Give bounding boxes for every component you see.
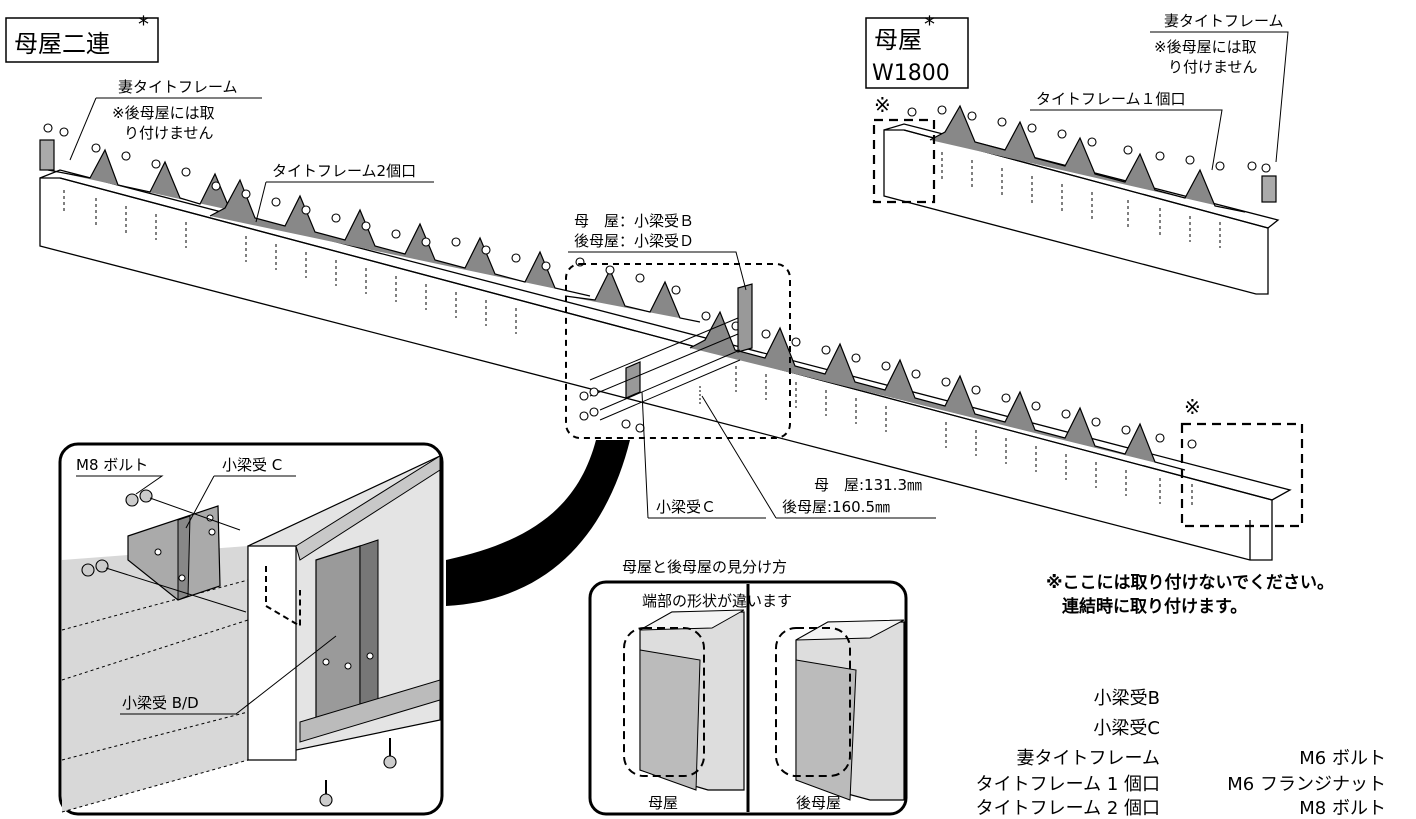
rear-purlin-end-marker <box>775 627 851 777</box>
m8-bolts <box>81 489 397 807</box>
no-rear-purlin-note-right-2: り付けません <box>1168 58 1258 76</box>
double-purlin-title-text: 母屋二連 <box>14 30 110 58</box>
connection-detail-zone <box>565 263 791 439</box>
beam-c-detail-label: 小梁受 C <box>222 456 282 474</box>
tie-frame-1-right <box>929 104 1277 213</box>
purlin-end-marker <box>623 627 705 777</box>
tie-frame-1-label: タイトフレーム１個口 <box>1036 90 1186 108</box>
identify-subtitle: 端部の形状が違います <box>642 592 792 610</box>
part-beam-c: 小梁受C <box>1093 718 1160 739</box>
end-tie-frame-label-right: 妻タイトフレーム <box>1164 12 1284 30</box>
end-tie-frame-label-left: 妻タイトフレーム <box>118 78 238 96</box>
bolt-row-right <box>907 105 1271 173</box>
rear-purlin-label: 後母屋 <box>796 794 841 812</box>
beam-c-label: 小梁受Ｃ <box>656 498 716 516</box>
no-install-zone-left <box>872 118 936 204</box>
parts-list-left: 小梁受B 小梁受C 妻タイトフレーム タイトフレーム 1 個口 タイトフレーム … <box>976 688 1160 819</box>
callout-connector <box>446 440 630 606</box>
no-rear-purlin-note-left-1: ※後母屋には取 <box>112 104 215 122</box>
connection-lines <box>589 317 741 421</box>
nut-row-left <box>63 190 1193 508</box>
double-purlin-beam <box>39 169 1292 561</box>
part-m6-bolt: M6 ボルト <box>1299 748 1386 769</box>
parts-list-right: M6 ボルト M6 フランジナット M8 ボルト <box>1227 748 1386 819</box>
no-install-zone-right <box>1180 422 1304 528</box>
beam-bd-label: 小梁受 B/D <box>122 694 199 712</box>
m8-bolt-label: M8 ボルト <box>76 456 148 474</box>
part-m8-bolt: M8 ボルト <box>1299 798 1386 819</box>
single-purlin-title-text: 母屋 <box>874 26 922 54</box>
labels-upper: 妻タイトフレーム ※後母屋には取 り付けません タイトフレーム2個口 妻タイトフ… <box>69 12 1289 519</box>
no-install-note-line2: 連結時に取り付けます。 <box>1062 596 1247 617</box>
single-purlin-title-mark: * <box>924 13 935 38</box>
asterisk-mark-left: ※ <box>874 93 891 117</box>
connection-bolts <box>579 387 645 433</box>
part-beam-b: 小梁受B <box>1094 688 1160 709</box>
dim-purlin-label: 母 屋:131.3㎜ <box>814 476 922 494</box>
bolt-row-left <box>43 123 1197 449</box>
asterisk-mark-right: ※ <box>1184 395 1201 419</box>
tie-frame-2-label: タイトフレーム2個口 <box>272 162 416 180</box>
double-purlin-title-mark: * <box>138 13 149 38</box>
part-tie-frame-1: タイトフレーム 1 個口 <box>976 774 1160 795</box>
single-purlin-title: 母屋 * W1800 <box>865 13 969 89</box>
single-purlin-width: W1800 <box>872 61 950 86</box>
no-rear-purlin-note-left-2: り付けません <box>124 124 214 142</box>
no-install-note-line1: ※ここには取り付けないでください。 <box>1046 572 1334 593</box>
nut-row-right <box>941 152 1221 248</box>
no-rear-purlin-note-right-1: ※後母屋には取 <box>1154 38 1257 56</box>
rear-purlin-beam-d-label: 後母屋：小梁受Ｄ <box>574 232 694 250</box>
part-end-tie-frame: 妻タイトフレーム <box>1017 748 1160 769</box>
beam-brackets-center <box>625 283 753 399</box>
detail-panel-left: M8 ボルト 小梁受 C 小梁受 B/D <box>58 442 444 816</box>
part-m6-flange-nut: M6 フランジナット <box>1227 774 1386 795</box>
purlin-beam-b-label: 母 屋：小梁受Ｂ <box>574 212 694 230</box>
dim-rear-purlin-label: 後母屋:160.5㎜ <box>782 498 890 516</box>
identify-panel: 母屋と後母屋の見分け方 端部の形状が違います 母屋 後母屋 <box>588 558 908 816</box>
double-purlin-title: 母屋二連 * <box>5 13 159 63</box>
purlin-label: 母屋 <box>648 794 678 812</box>
part-tie-frame-2: タイトフレーム 2 個口 <box>976 798 1160 819</box>
identify-title: 母屋と後母屋の見分け方 <box>622 558 787 576</box>
